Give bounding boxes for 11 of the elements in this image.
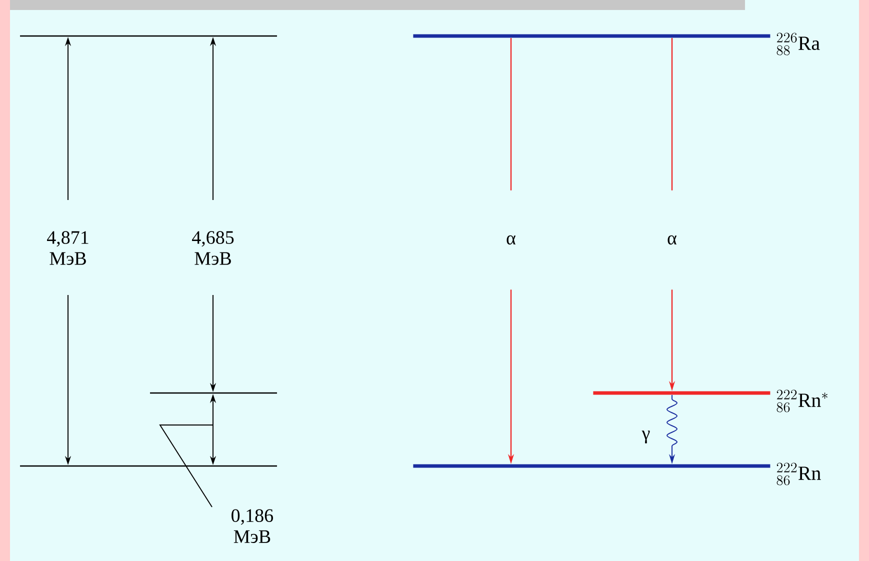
energy-label: 4,871 МэВ — [47, 231, 88, 265]
energy-level — [413, 34, 770, 38]
energy-label: 4,685 МэВ — [192, 231, 234, 265]
nuclide-label: ${}^{226}_{88}\mathrm{Ra}$ — [776, 32, 820, 56]
nuclide-label: ${}^{222}_{86}\mathrm{Rn}$ — [776, 462, 821, 486]
edge-label: γ — [642, 430, 650, 444]
edge-label: α — [664, 190, 680, 290]
edge-label: α — [503, 190, 519, 290]
nuclide-label: ${}^{222}_{86}\mathrm{Rn}^{*}$ — [776, 390, 828, 412]
energy-label: 0,186 МэВ — [232, 509, 273, 544]
leader-line — [159, 424, 214, 508]
